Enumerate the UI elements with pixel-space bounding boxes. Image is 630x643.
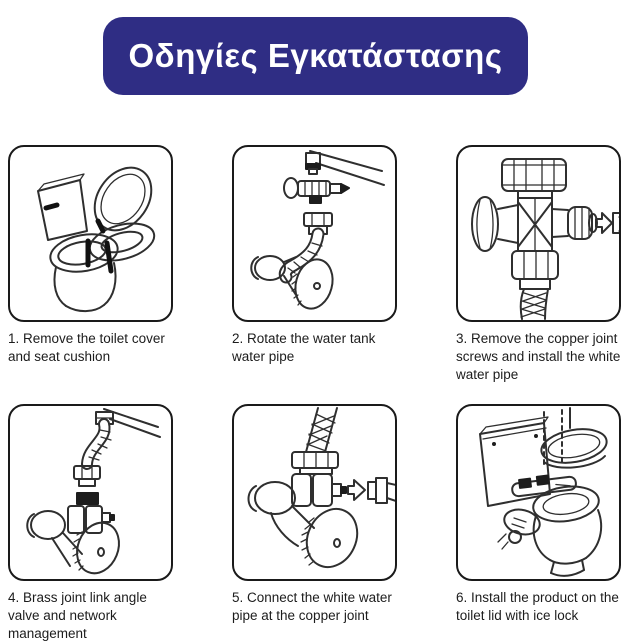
- step-4: 4. Brass joint link angle valve and netw…: [8, 404, 178, 643]
- step-4-panel: [8, 404, 173, 582]
- step-2: 2. Rotate the water tank water pipe: [232, 145, 402, 384]
- page-title: Οδηγίες Εγκατάστασης: [128, 37, 503, 74]
- step-3-caption: 3. Remove the copper joint screws and in…: [456, 331, 621, 383]
- title-banner: Οδηγίες Εγκατάστασης: [103, 17, 528, 95]
- step-3-panel: [456, 145, 621, 322]
- bidet-install-on-toilet-illustration: [479, 407, 608, 578]
- step-6-panel: [456, 404, 621, 582]
- step-2-panel: [232, 145, 397, 322]
- step-6: 6. Install the product on the toilet lid…: [456, 404, 626, 643]
- left-arrow-icon: [347, 479, 366, 502]
- brass-joint-angle-valve-illustration: [26, 408, 161, 575]
- step-5-panel: [232, 404, 397, 582]
- step-1-caption: 1. Remove the toilet cover and seat cush…: [8, 331, 165, 365]
- step-4-caption: 4. Brass joint link angle valve and netw…: [8, 590, 147, 642]
- step-3: 3. Remove the copper joint screws and in…: [456, 145, 626, 384]
- step-6-caption: 6. Install the product on the toilet lid…: [456, 590, 619, 624]
- white-pipe-to-copper-joint-illustration: [247, 407, 395, 569]
- step-1: 1. Remove the toilet cover and seat cush…: [8, 145, 178, 384]
- steps-grid: 1. Remove the toilet cover and seat cush…: [8, 145, 622, 643]
- step-2-caption: 2. Rotate the water tank water pipe: [232, 331, 376, 365]
- step-5: 5. Connect the white water pipe at the c…: [232, 404, 402, 643]
- toilet-lid-and-seat-removal-illustration: [37, 166, 156, 313]
- left-arrow-icon: [595, 212, 613, 234]
- lift-mark: [104, 240, 114, 274]
- step-1-panel: [8, 145, 173, 322]
- water-tank-pipe-and-valve-illustration: [250, 150, 385, 310]
- t-valve-copper-joint-illustration: [471, 158, 619, 320]
- step-5-caption: 5. Connect the white water pipe at the c…: [232, 590, 392, 624]
- hinge-mark: [95, 218, 106, 234]
